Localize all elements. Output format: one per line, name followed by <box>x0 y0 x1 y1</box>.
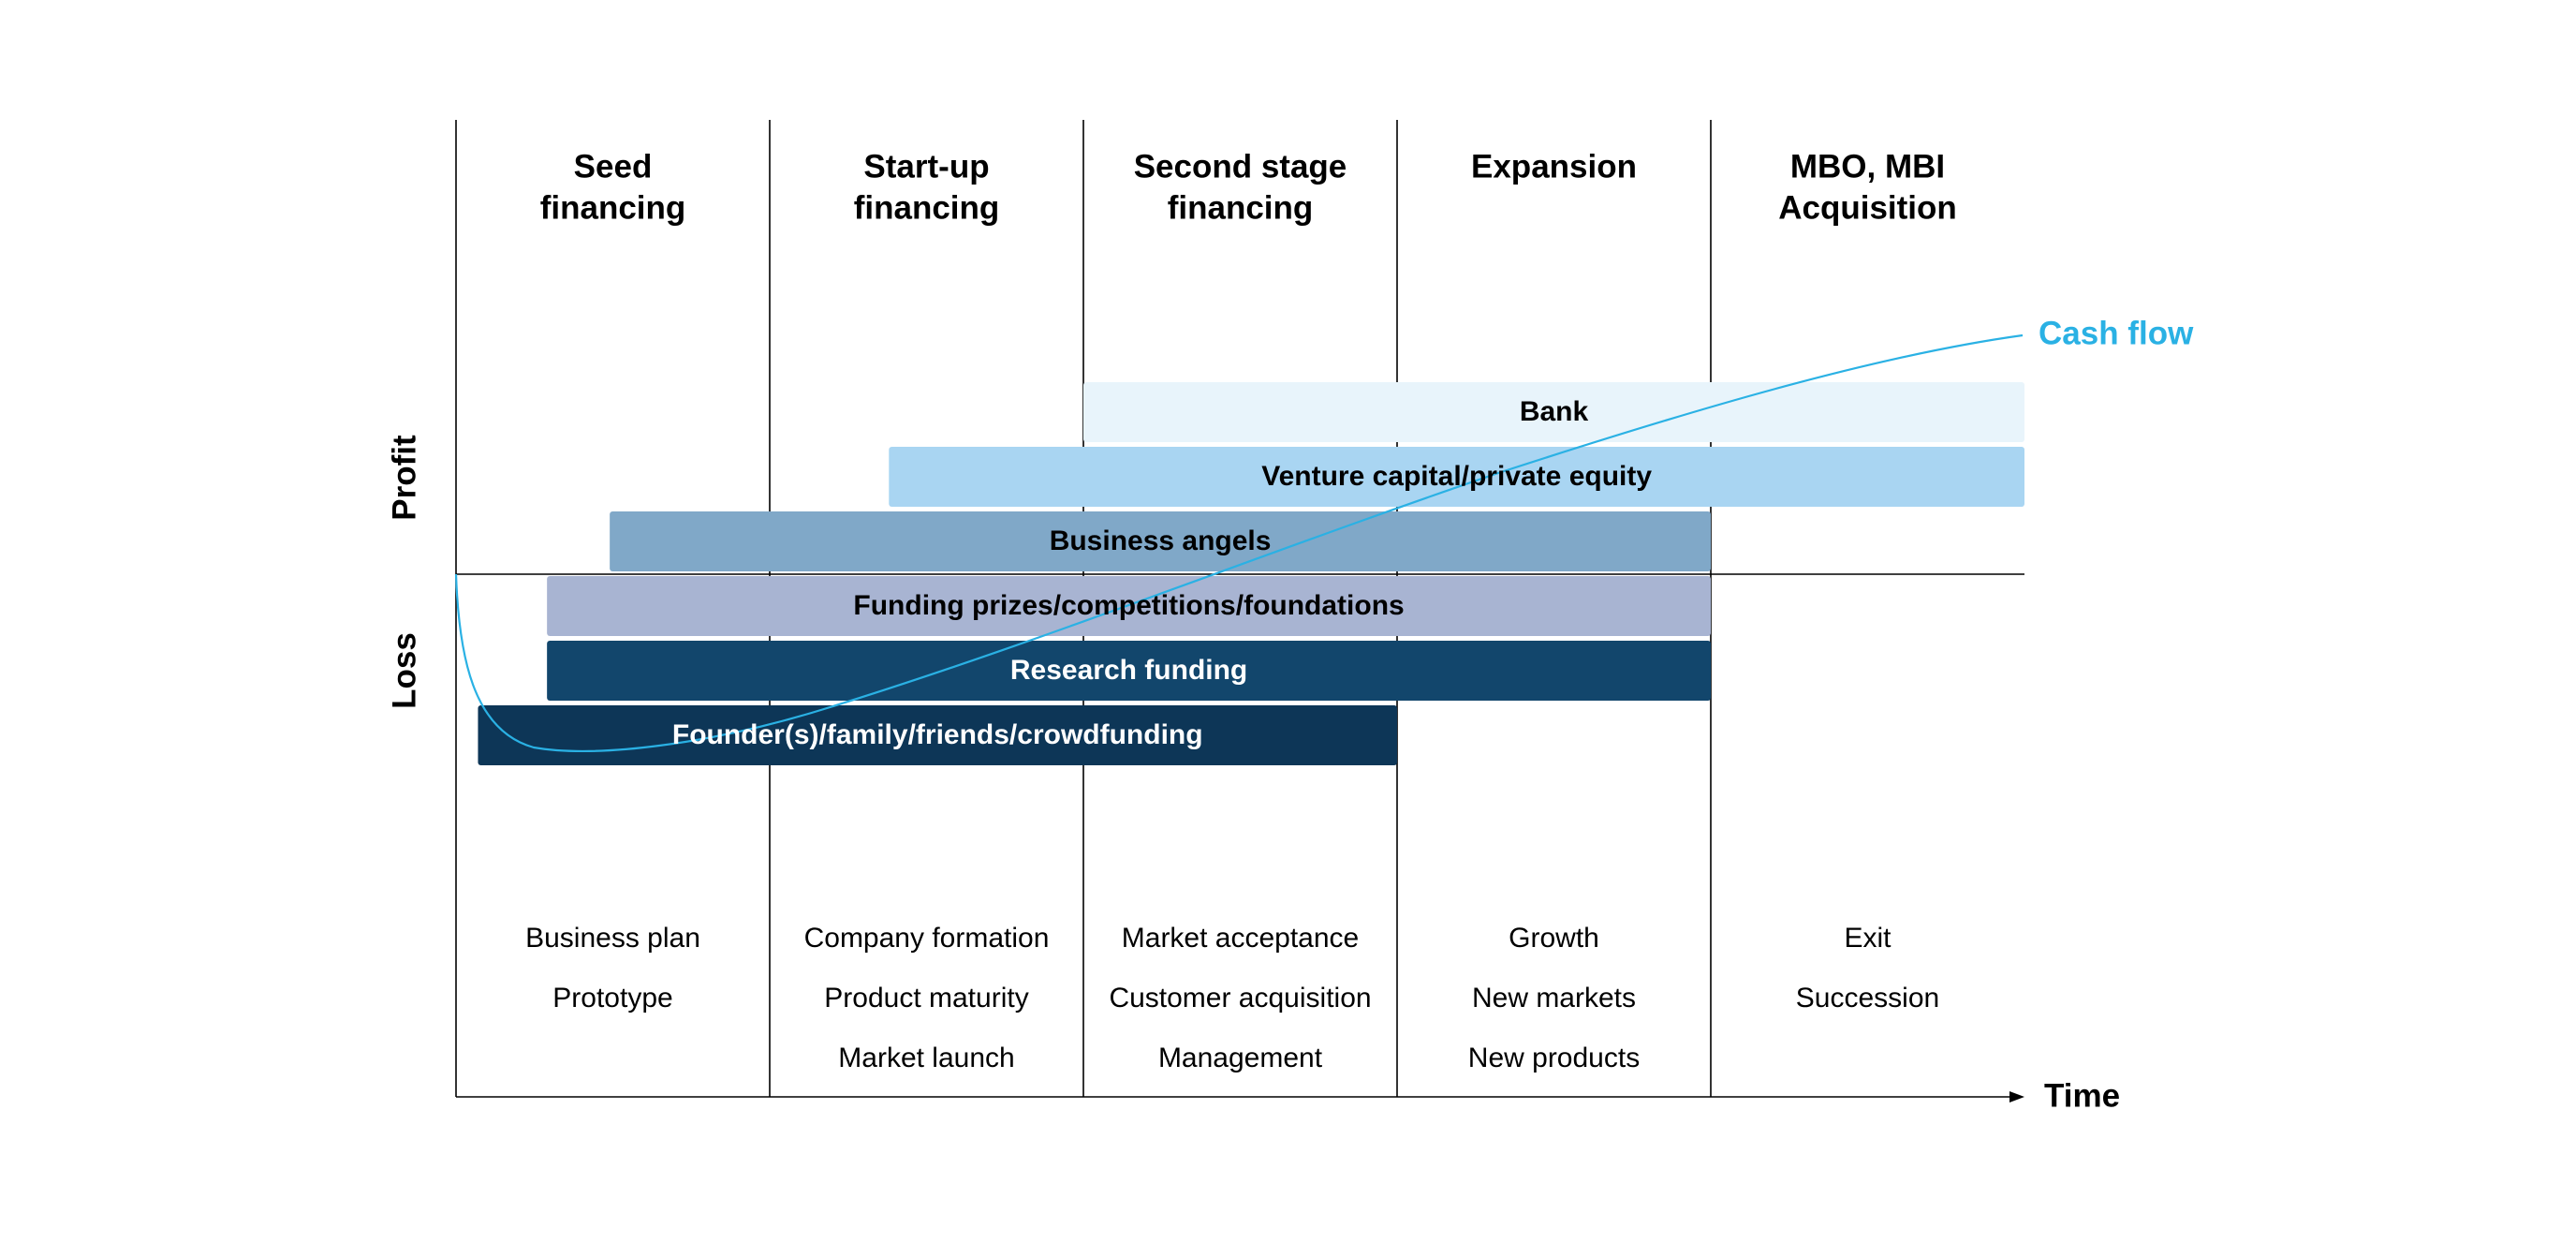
stage-activity: Customer acquisition <box>1109 983 1371 1014</box>
stage-title: financing <box>1168 189 1314 226</box>
stage-activity: Growth <box>1509 923 1599 954</box>
funding-bar-label: Funding prizes/competitions/foundations <box>853 590 1404 621</box>
stage-activity: Market launch <box>838 1043 1014 1073</box>
cash-flow-curve <box>454 333 2024 752</box>
stage-activity: Succession <box>1796 983 1939 1014</box>
cash-flow-curve-group <box>454 333 2024 752</box>
funding-bar-label: Bank <box>1520 396 1589 427</box>
profit-loss-axis <box>456 573 2024 1102</box>
profit-label: Profit <box>386 435 422 521</box>
funding-bar-label: Research funding <box>1010 655 1247 686</box>
stage-activity: Exit <box>1844 923 1892 954</box>
stage-title: Start-up <box>863 148 989 185</box>
funding-bar <box>889 447 2024 507</box>
funding-bar-label: Founder(s)/family/friends/crowdfunding <box>672 719 1203 750</box>
stage-activity: New markets <box>1472 983 1636 1014</box>
stage-activity: Market acceptance <box>1122 923 1359 954</box>
loss-label: Loss <box>386 632 422 709</box>
stage-title: financing <box>854 189 1000 226</box>
funding-bar <box>547 641 1711 701</box>
stage-activity: Business plan <box>525 923 700 954</box>
stage-activity: Prototype <box>552 983 672 1014</box>
funding-bar <box>1083 382 2024 442</box>
funding-bar-label: Business angels <box>1050 525 1272 556</box>
stage-activity: Management <box>1158 1043 1323 1073</box>
stage-activity: Product maturity <box>824 983 1028 1014</box>
stage-title: Seed <box>574 148 653 185</box>
stage-activity: New products <box>1468 1043 1640 1073</box>
funding-bar <box>610 511 1711 571</box>
stage-title: financing <box>540 189 686 226</box>
funding-bar <box>478 705 1397 765</box>
cash-flow-label: Cash flow <box>2039 315 2194 351</box>
stage-title: Expansion <box>1471 148 1637 185</box>
stage-title: MBO, MBI <box>1790 148 1945 185</box>
funding-bar-label: Venture capital/private equity <box>1261 461 1652 492</box>
stage-activity: Company formation <box>804 923 1050 954</box>
stage-title: Second stage <box>1134 148 1347 185</box>
time-label: Time <box>2044 1077 2120 1114</box>
stage-title: Acquisition <box>1778 189 1957 226</box>
time-axis-arrow-icon <box>2009 1091 2024 1102</box>
